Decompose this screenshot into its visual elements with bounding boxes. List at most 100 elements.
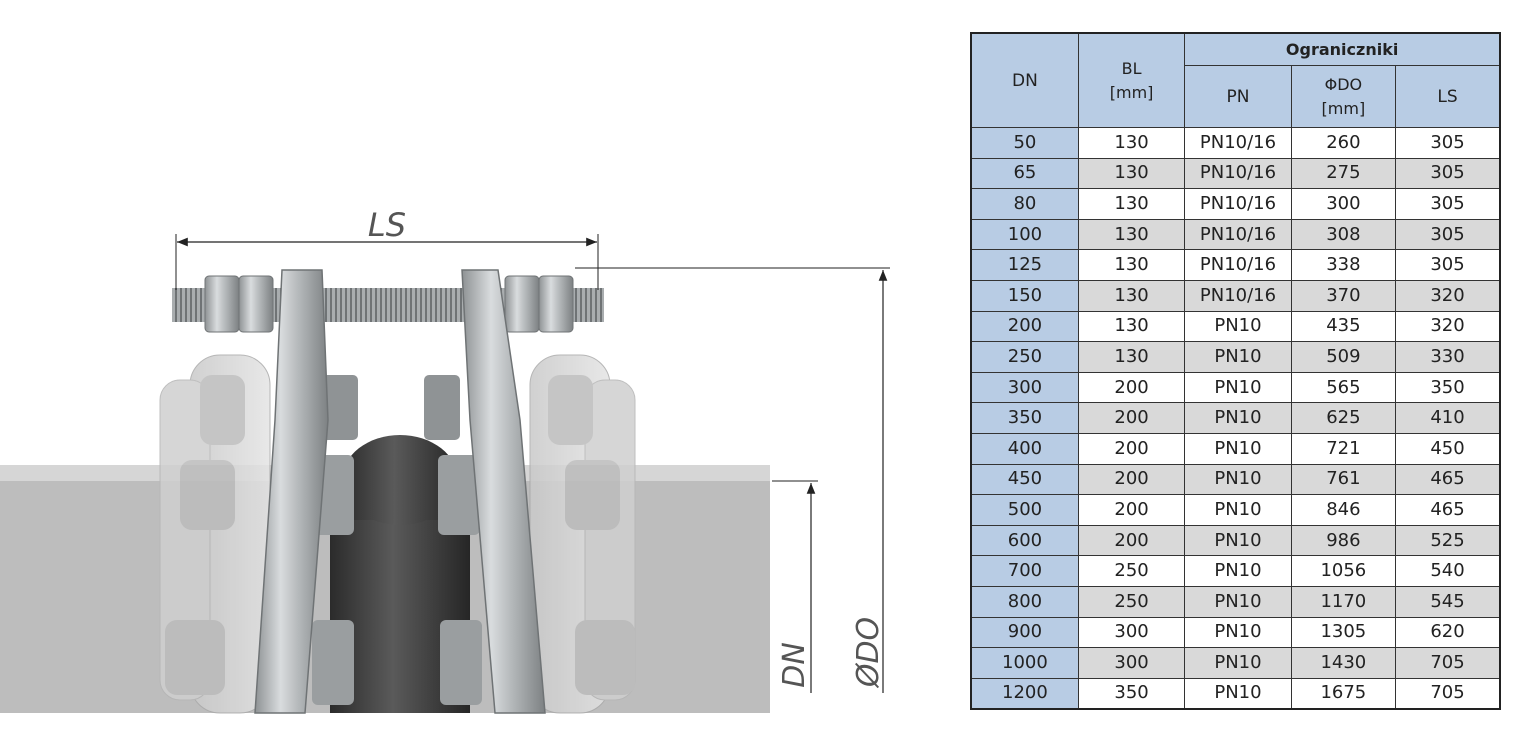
header-group: Ograniczniki (1184, 32, 1501, 66)
cell-ls: 305 (1395, 127, 1501, 159)
cell-do: 846 (1290, 494, 1397, 526)
cell-ls: 350 (1395, 371, 1501, 404)
cell-do: 300 (1290, 188, 1397, 220)
cell-ls: 410 (1395, 402, 1501, 434)
cell-dn: 600 (970, 524, 1079, 557)
cell-pn: PN10/16 (1184, 279, 1292, 312)
cell-do: 761 (1290, 463, 1397, 496)
cell-do: 308 (1290, 218, 1397, 251)
cell-ls: 330 (1395, 341, 1501, 373)
cell-dn: 80 (970, 188, 1079, 220)
dimension-dn: DN (772, 480, 818, 693)
cell-pn: PN10 (1184, 677, 1292, 710)
cell-do: 509 (1290, 341, 1397, 373)
right-flange (529, 354, 636, 714)
cell-pn: PN10 (1184, 402, 1292, 434)
cell-pn: PN10/16 (1184, 127, 1292, 159)
header-bl-label: BL (1121, 58, 1142, 78)
dn-label: DN (777, 642, 812, 688)
header-ls: LS (1395, 65, 1501, 128)
cell-ls: 465 (1395, 463, 1501, 496)
cell-dn: 200 (970, 310, 1079, 343)
cell-do: 370 (1290, 279, 1397, 312)
cell-bl: 130 (1077, 310, 1186, 343)
cell-pn: PN10/16 (1184, 188, 1292, 220)
cell-pn: PN10 (1184, 371, 1292, 404)
cell-do: 338 (1290, 249, 1397, 281)
cell-ls: 525 (1395, 524, 1501, 557)
cell-ls: 450 (1395, 432, 1501, 465)
cell-pn: PN10 (1184, 341, 1292, 373)
dimensions-table: DN BL [mm] Ograniczniki PN ΦDO [mm] LS 5… (970, 32, 1501, 711)
cell-pn: PN10 (1184, 585, 1292, 618)
dimension-do: ØDO (575, 267, 890, 693)
cell-pn: PN10 (1184, 524, 1292, 557)
cell-bl: 250 (1077, 555, 1186, 587)
cell-dn: 800 (970, 585, 1079, 618)
cell-pn: PN10/16 (1184, 249, 1292, 281)
cell-bl: 130 (1077, 249, 1186, 281)
cell-bl: 200 (1077, 402, 1186, 434)
cell-dn: 700 (970, 555, 1079, 587)
header-do-label: ΦDO (1324, 74, 1363, 94)
header-pn: PN (1184, 65, 1292, 128)
cell-bl: 300 (1077, 616, 1186, 649)
header-dn: DN (970, 32, 1079, 128)
cell-bl: 200 (1077, 371, 1186, 404)
cell-do: 625 (1290, 402, 1397, 434)
cell-ls: 540 (1395, 555, 1501, 587)
dimension-ls: LS (175, 206, 599, 290)
cell-ls: 305 (1395, 218, 1501, 251)
header-bl-unit: [mm] (1109, 82, 1154, 102)
cell-bl: 350 (1077, 677, 1186, 710)
cell-ls: 705 (1395, 677, 1501, 710)
cell-pn: PN10 (1184, 616, 1292, 649)
cell-do: 1430 (1290, 647, 1397, 679)
cell-ls: 305 (1395, 249, 1501, 281)
inner-bolts (312, 375, 482, 705)
cell-bl: 130 (1077, 341, 1186, 373)
cell-ls: 705 (1395, 647, 1501, 679)
cell-dn: 65 (970, 157, 1079, 190)
cell-bl: 130 (1077, 157, 1186, 190)
cell-ls: 465 (1395, 494, 1501, 526)
cell-do: 1305 (1290, 616, 1397, 649)
ls-label: LS (368, 206, 406, 244)
cell-pn: PN10 (1184, 647, 1292, 679)
cell-bl: 200 (1077, 432, 1186, 465)
cell-dn: 125 (970, 249, 1079, 281)
right-limit-plate (461, 269, 546, 714)
cell-dn: 450 (970, 463, 1079, 496)
cell-pn: PN10 (1184, 494, 1292, 526)
cell-ls: 545 (1395, 585, 1501, 618)
cell-do: 986 (1290, 524, 1397, 557)
cell-bl: 300 (1077, 647, 1186, 679)
cell-do: 565 (1290, 371, 1397, 404)
cell-pn: PN10 (1184, 432, 1292, 465)
joint-drawing: LS DN ØDO (0, 206, 890, 714)
cell-bl: 250 (1077, 585, 1186, 618)
cell-dn: 100 (970, 218, 1079, 251)
cell-dn: 500 (970, 494, 1079, 526)
cell-bl: 200 (1077, 494, 1186, 526)
cell-dn: 1200 (970, 677, 1079, 710)
cell-dn: 350 (970, 402, 1079, 434)
cell-do: 721 (1290, 432, 1397, 465)
header-do-unit: [mm] (1321, 98, 1366, 118)
